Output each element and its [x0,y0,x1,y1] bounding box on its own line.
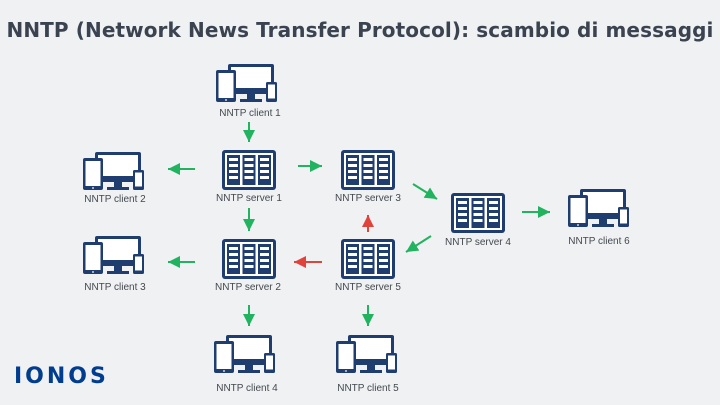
server1-server-icon [222,150,276,190]
diagram-title: NNTP (Network News Transfer Protocol): s… [6,18,714,42]
server5-server-icon [341,239,395,279]
arrow-server4-to-server5 [405,235,432,253]
label-client2: NNTP client 2 [84,194,146,205]
server2-server-icon [222,239,276,279]
label-server5: NNTP server 5 [335,282,401,293]
client1-devices-icon [216,64,277,102]
label-server1: NNTP server 1 [216,193,282,204]
edges-layer [168,122,550,326]
label-server4: NNTP server 4 [445,237,511,248]
label-client4: NNTP client 4 [216,383,278,394]
client2-devices-icon [83,152,144,190]
label-server3: NNTP server 3 [335,193,401,204]
client3-devices-icon [83,236,144,274]
client4-devices-icon [214,335,275,373]
server4-server-icon [451,193,505,233]
label-client1: NNTP client 1 [219,108,281,119]
nodes-layer [83,64,629,373]
label-server2: NNTP server 2 [215,282,281,293]
client5-devices-icon [336,335,397,373]
server3-server-icon [341,150,395,190]
arrow-server3-to-server4 [412,183,438,200]
ionos-logo: IONOS [14,364,109,389]
label-client5: NNTP client 5 [337,383,399,394]
label-client3: NNTP client 3 [84,282,146,293]
label-client6: NNTP client 6 [568,236,630,247]
client6-devices-icon [568,189,629,227]
